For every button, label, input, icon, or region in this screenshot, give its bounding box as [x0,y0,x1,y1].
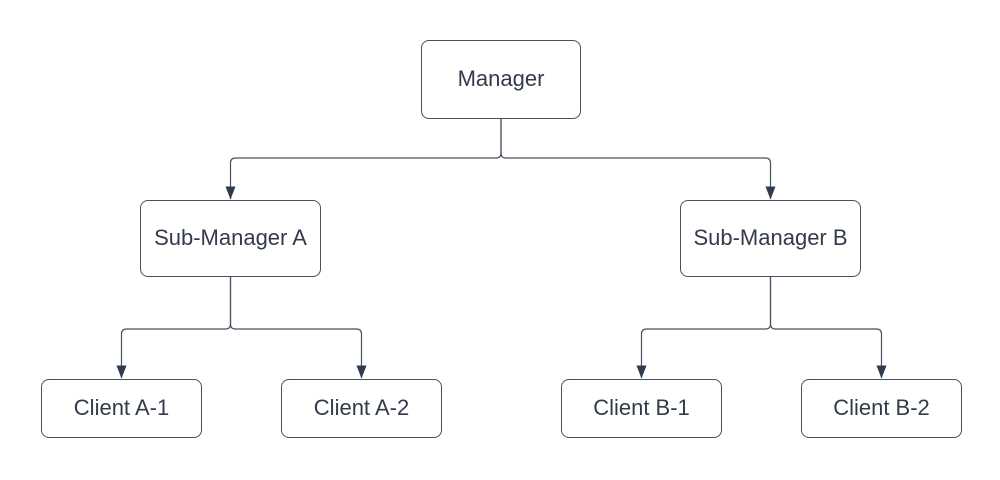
node-sub-manager-a: Sub-Manager A [140,200,321,277]
node-label: Client B-2 [833,395,930,421]
node-label: Client B-1 [593,395,690,421]
node-sub-manager-b: Sub-Manager B [680,200,861,277]
edge-sub-manager-a-to-client-a-2 [229,277,367,379]
edge-sub-manager-b-to-client-b-1 [636,277,772,379]
node-client-b-1: Client B-1 [561,379,722,438]
edge-manager-to-sub-manager-a [225,119,502,200]
node-label: Sub-Manager B [693,225,848,251]
node-label: Client A-1 [73,395,170,421]
edge-sub-manager-b-to-client-b-2 [769,277,887,379]
edge-sub-manager-a-to-client-a-1 [116,277,232,379]
node-manager: Manager [421,40,581,119]
node-client-b-2: Client B-2 [801,379,962,438]
node-client-a-1: Client A-1 [41,379,202,438]
node-label: Client A-2 [313,395,410,421]
edge-manager-to-sub-manager-b [500,119,776,200]
node-label: Manager [457,66,545,92]
node-label: Sub-Manager A [154,225,307,251]
node-client-a-2: Client A-2 [281,379,442,438]
